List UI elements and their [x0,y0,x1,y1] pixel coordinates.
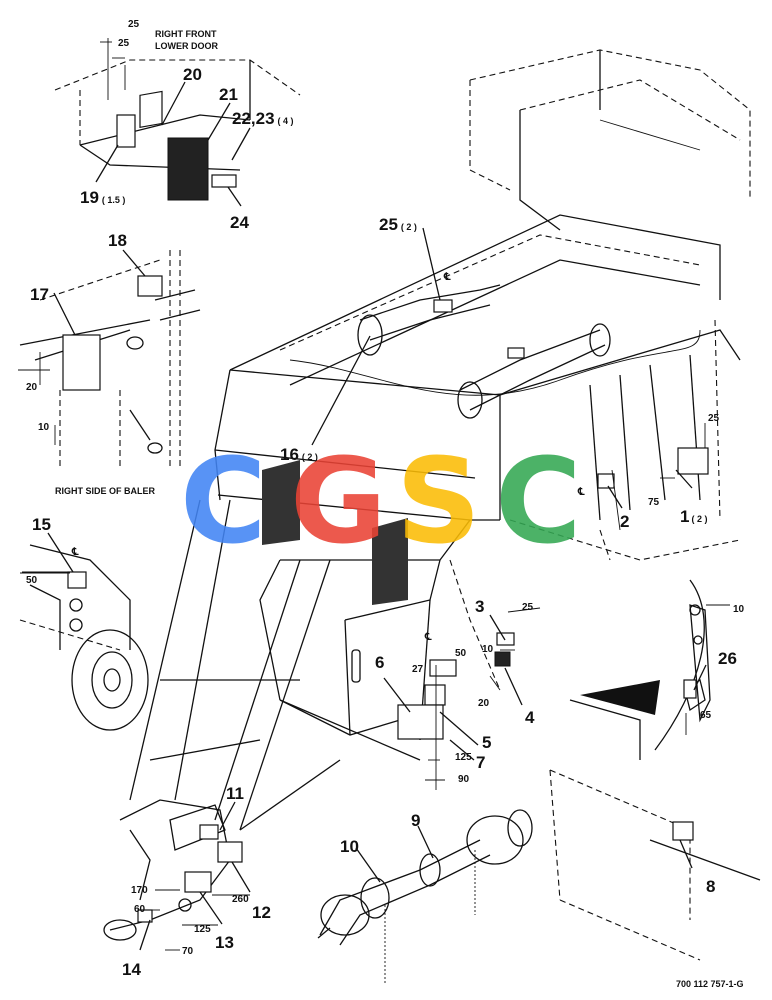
watermark-letter-3: S [396,432,481,570]
callout-19-number: 19 [80,188,99,207]
callout-25-qty: ( 2 ) [401,222,417,232]
dim-5-top: 50 [455,648,467,659]
decals [62,90,709,923]
callout-12-number: 12 [252,903,271,922]
centerline-side: ℄ [577,487,585,498]
callout-2-number: 2 [620,512,629,531]
callout-17-number: 17 [30,285,49,304]
dim-1-top: 25 [708,413,720,424]
dim-3-top: 25 [522,602,534,613]
callout-22-23-qty: ( 4 ) [278,116,294,126]
svg-text:1( 2 ): 1( 2 ) [680,507,707,526]
dim-15: 50 [26,575,38,586]
svg-text:22,23( 4 ): 22,23( 4 ) [232,109,294,128]
detail-wheel-linework [19,544,149,731]
callout-6-number: 6 [375,653,384,672]
dimension-lines [18,352,730,951]
dim-1-side: 75 [648,497,660,508]
caption-door-line1: RIGHT FRONT [155,29,217,39]
dim-door-top: 25 [128,19,140,30]
callout-26-number: 26 [718,649,737,668]
callout-20-number: 20 [183,65,202,84]
dim-6-top: 27 [412,664,424,675]
dim-door-side: 25 [118,38,130,49]
dim-26-bottom: 65 [700,710,712,721]
callout-1-number: 1 [680,507,689,526]
callout-18-number: 18 [108,231,127,250]
callout-10-number: 10 [340,837,359,856]
watermark: C G S C [180,432,582,570]
callout-21-number: 21 [219,85,238,104]
callout-24-number: 24 [230,213,249,232]
callout-9-number: 9 [411,811,420,830]
callout-4-number: 4 [525,708,535,727]
dim-hitch-60: 60 [134,904,146,915]
dim-hitch-170: 170 [131,885,148,896]
dim-hitch-260: 260 [232,894,249,905]
caption-side: RIGHT SIDE OF BALER [55,486,156,496]
callout-7-number: 7 [476,753,485,772]
centerline-marks: ℄ ℄ ℄ ℄ [71,272,585,643]
dim-26-top: 10 [733,604,745,615]
callout-5-number: 5 [482,733,491,752]
callout-13-number: 13 [215,933,234,952]
callout-1-qty: ( 2 ) [691,514,707,524]
callout-14-number: 14 [122,960,141,979]
dim-7: 125 [455,752,472,763]
callout-3-number: 3 [475,597,484,616]
dim-17-top: 20 [26,382,38,393]
svg-text:19( 1.5 ): 19( 1.5 ) [80,188,125,207]
svg-text:25( 2 ): 25( 2 ) [379,215,417,234]
captions: RIGHT FRONT LOWER DOOR RIGHT SIDE OF BAL… [55,29,218,496]
callout-8-number: 8 [706,877,715,896]
dim-3-side: 10 [482,644,494,655]
svg-text:16( 2 ): 16( 2 ) [280,445,318,464]
callout-16-qty: ( 2 ) [302,452,318,462]
callout-labels: 1( 2 ) 2 3 4 5 6 7 8 9 10 11 12 13 14 15… [30,65,737,979]
callout-16-number: 16 [280,445,299,464]
detail-side-linework [19,250,201,470]
caption-door-line2: LOWER DOOR [155,41,218,51]
watermark-letter-4: C [495,432,582,570]
dim-hitch-70: 70 [182,946,194,957]
detail-arm-linework [580,579,711,751]
watermark-letter-2: G [290,432,387,570]
centerline-front: ℄ [424,632,432,643]
screens [262,460,408,605]
dimension-labels: 25 25 20 10 50 25 75 25 10 20 27 50 125 … [26,19,745,957]
centerline-wheel: ℄ [71,547,79,558]
dim-4: 20 [478,698,490,709]
leader-lines [47,81,707,951]
callout-15-number: 15 [32,515,51,534]
watermark-letter-1: C [180,432,267,570]
centerline-top: ℄ [443,272,451,283]
dim-hitch-125: 125 [194,924,211,935]
drawing-number: 700 112 757-1-G [676,979,744,989]
callout-11-number: 11 [226,784,244,803]
callout-25-number: 25 [379,215,398,234]
dim-bottom: 90 [458,774,470,785]
callout-19-qty: ( 1.5 ) [102,195,126,205]
callout-22-23-number: 22,23 [232,109,275,128]
dim-17-side: 10 [38,422,50,433]
pto-driveline [317,809,533,985]
